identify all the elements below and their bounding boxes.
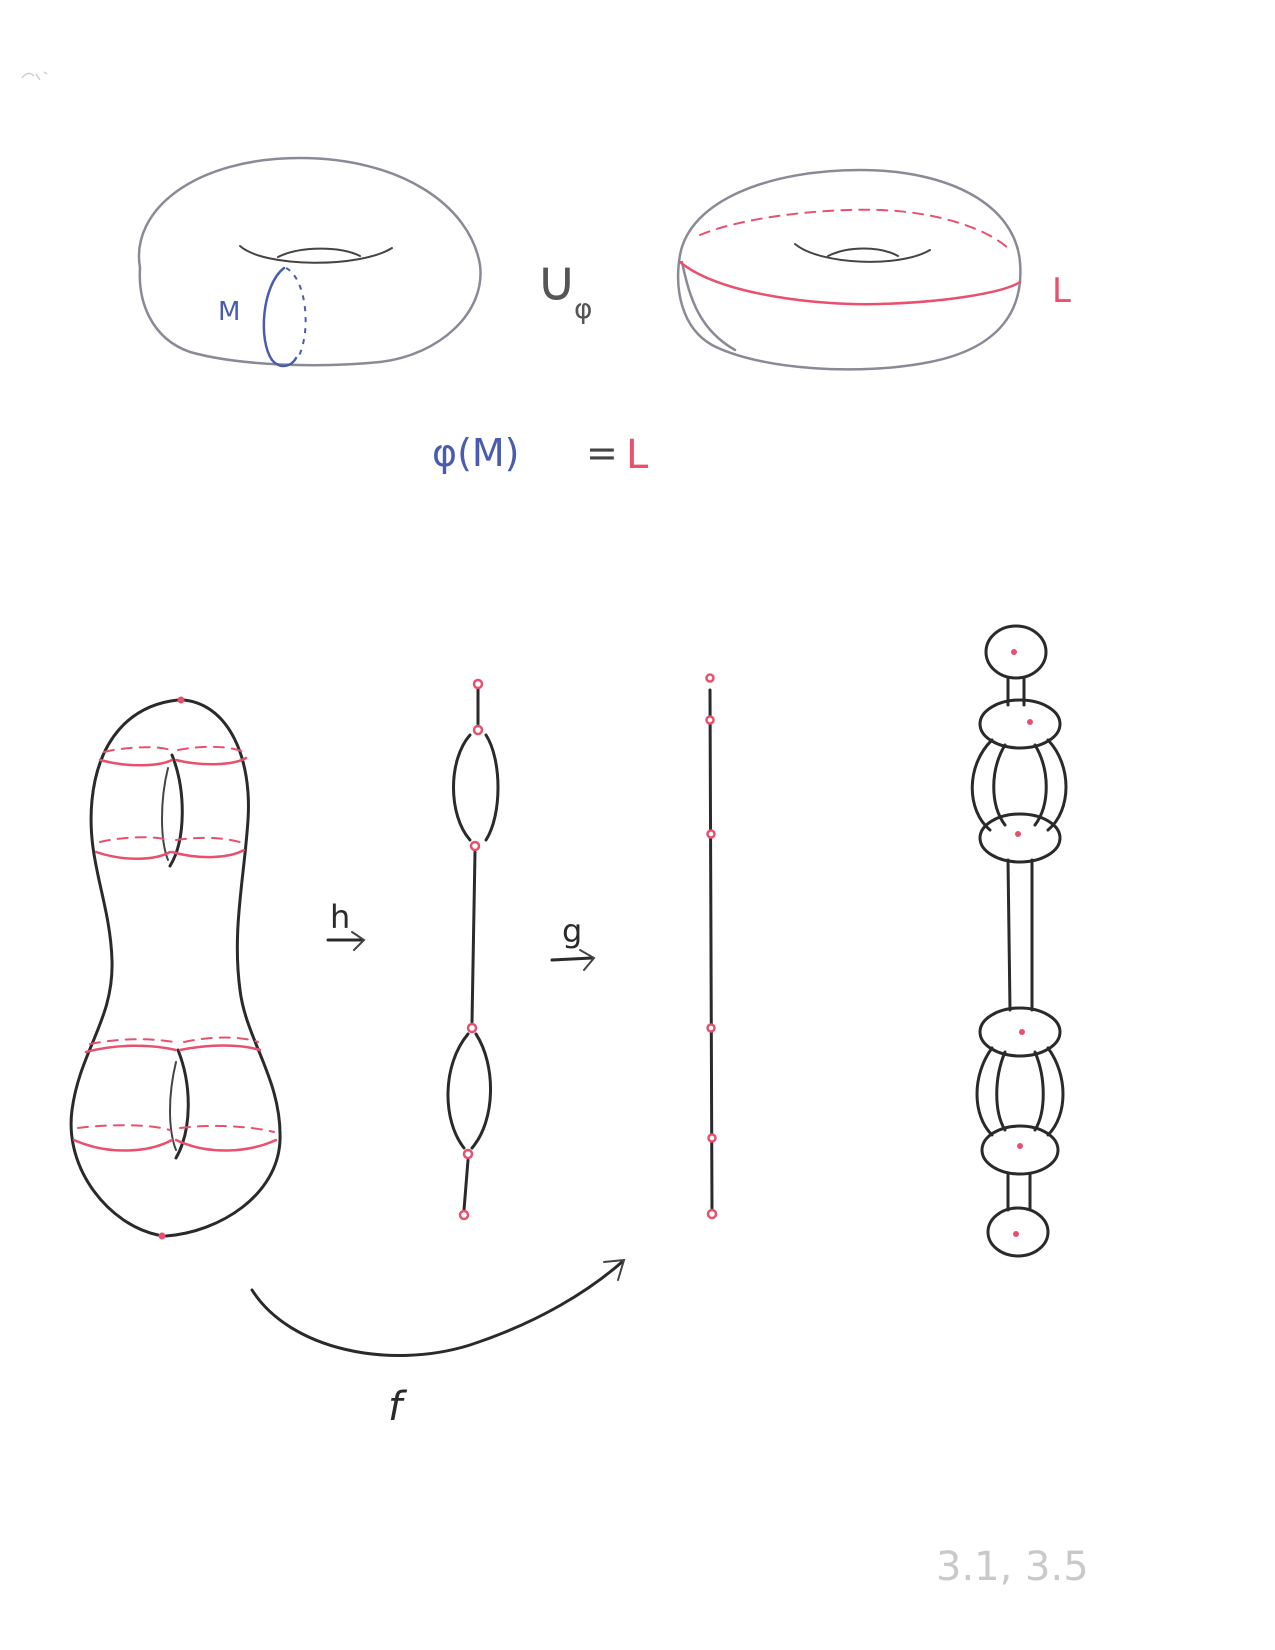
surface-bottom-point [158, 1232, 166, 1240]
longitude-curve [678, 208, 1022, 306]
reeb-node [472, 678, 484, 690]
genus-two-surface [69, 698, 282, 1238]
meridian-curve [262, 266, 307, 368]
interval-point [707, 1133, 717, 1143]
equation-lhs: φ(M) [432, 431, 520, 475]
level-set-circles [72, 745, 278, 1152]
surface-top-point [177, 696, 185, 704]
handle-body [970, 624, 1068, 1258]
reeb-node [469, 840, 481, 852]
interval-point [705, 673, 715, 683]
arrow-h [326, 931, 366, 951]
page-reference: 3.1, 3.5 [936, 1544, 1089, 1590]
meridian-label: M [218, 297, 240, 327]
arrow-h-label: h [330, 898, 350, 936]
arrow-f-label: f [388, 1384, 408, 1430]
arrow-g [550, 949, 596, 971]
interval-point [706, 829, 716, 839]
interval-graph [705, 673, 718, 1220]
union-symbol: ∪ [536, 249, 577, 314]
torus-left [137, 156, 482, 367]
reeb-node [466, 1022, 478, 1034]
interval-point [705, 715, 715, 725]
arrow-f [250, 1258, 626, 1358]
equation-equals: = [586, 431, 618, 475]
torus-right [676, 168, 1022, 371]
equation-rhs: L [626, 432, 649, 478]
reeb-graph [446, 678, 500, 1221]
arrow-g-label: g [562, 912, 582, 950]
reeb-node [472, 724, 484, 736]
reeb-node [462, 1148, 474, 1160]
union-phi-subscript: φ [574, 292, 592, 325]
longitude-label: L [1052, 271, 1071, 311]
reeb-node [458, 1209, 470, 1221]
corner-pencil-mark [21, 71, 48, 81]
interval-point [706, 1208, 718, 1220]
interval-point [706, 1023, 716, 1033]
